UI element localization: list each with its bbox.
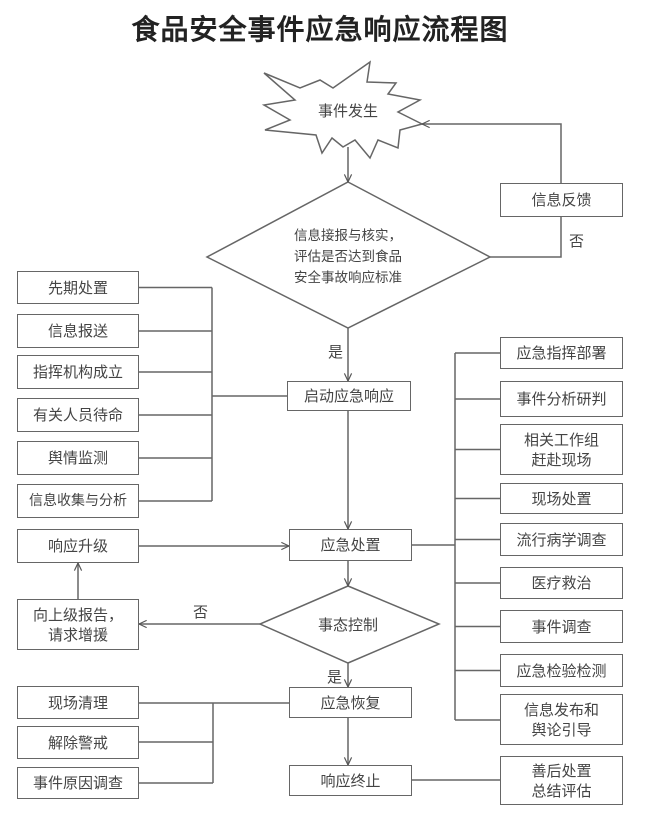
handling-task-item: 流行病学调查 xyxy=(500,523,623,556)
yes-label: 是 xyxy=(327,668,343,686)
report-superior-node: 向上级报告， 请求增援 xyxy=(17,599,139,650)
recovery-task-item: 解除警戒 xyxy=(17,726,139,759)
yes-label: 是 xyxy=(328,343,344,361)
no-label: 否 xyxy=(193,603,209,621)
report-superior-line: 请求增援 xyxy=(47,625,108,644)
handling-task-item: 相关工作组 赶赴现场 xyxy=(500,424,623,475)
handling-task-line: 信息发布和 xyxy=(523,700,599,719)
launch-task-item: 舆情监测 xyxy=(17,441,139,475)
connector-handling-tasks xyxy=(412,352,500,721)
connector-assess-to-feedback xyxy=(490,217,562,258)
aftercare-line: 总结评估 xyxy=(531,781,592,800)
launch-task-item: 信息收集与分析 xyxy=(17,484,139,518)
handling-task-item: 应急指挥部署 xyxy=(500,337,623,369)
event-starburst-shape xyxy=(261,60,425,160)
handling-task-item: 医疗救治 xyxy=(500,567,623,599)
assess-decision-line: 信息接报与核实， xyxy=(294,227,402,244)
handling-task-item: 事件调查 xyxy=(500,610,623,643)
emergency-handling-node: 应急处置 xyxy=(289,529,412,561)
response-upgrade-node: 响应升级 xyxy=(17,529,139,563)
handling-task-line: 相关工作组 xyxy=(523,430,599,449)
assess-decision-line: 评估是否达到食品 xyxy=(294,248,402,265)
launch-response-node: 启动应急响应 xyxy=(287,381,411,411)
recovery-task-item: 事件原因调查 xyxy=(17,767,139,799)
handling-task-item: 应急检验检测 xyxy=(500,654,623,687)
handling-task-item: 事件分析研判 xyxy=(500,381,623,417)
launch-task-item: 信息报送 xyxy=(17,314,139,348)
recovery-task-item: 现场清理 xyxy=(17,686,139,719)
assess-decision-line: 安全事故响应标准 xyxy=(294,269,402,286)
handling-task-item: 现场处置 xyxy=(500,483,623,514)
response-termination-node: 响应终止 xyxy=(289,765,412,796)
launch-task-item: 先期处置 xyxy=(17,271,139,304)
connector-launch-tasks xyxy=(139,286,287,502)
assess-decision-node: 信息接报与核实， 评估是否达到食品 安全事故响应标准 xyxy=(268,224,428,290)
no-label: 否 xyxy=(569,232,585,250)
aftercare-line: 善后处置 xyxy=(531,761,592,780)
handling-task-line: 舆论引导 xyxy=(531,720,592,739)
connector-recovery-tasks xyxy=(139,702,289,784)
event-occurs-node: 事件发生 xyxy=(317,101,378,120)
launch-task-item: 有关人员待命 xyxy=(17,398,139,432)
page-title: 食品安全事件应急响应流程图 xyxy=(131,13,509,46)
handling-task-item: 信息发布和 舆论引导 xyxy=(500,694,623,745)
emergency-recovery-node: 应急恢复 xyxy=(289,687,412,718)
launch-task-item: 指挥机构成立 xyxy=(17,355,139,389)
report-superior-line: 向上级报告， xyxy=(32,605,123,624)
connector-feedback-to-event xyxy=(422,124,562,183)
feedback-node: 信息反馈 xyxy=(500,183,623,217)
situation-control-node: 事态控制 xyxy=(317,615,378,634)
aftercare-node: 善后处置 总结评估 xyxy=(500,756,623,805)
handling-task-line: 赶赴现场 xyxy=(531,450,592,469)
